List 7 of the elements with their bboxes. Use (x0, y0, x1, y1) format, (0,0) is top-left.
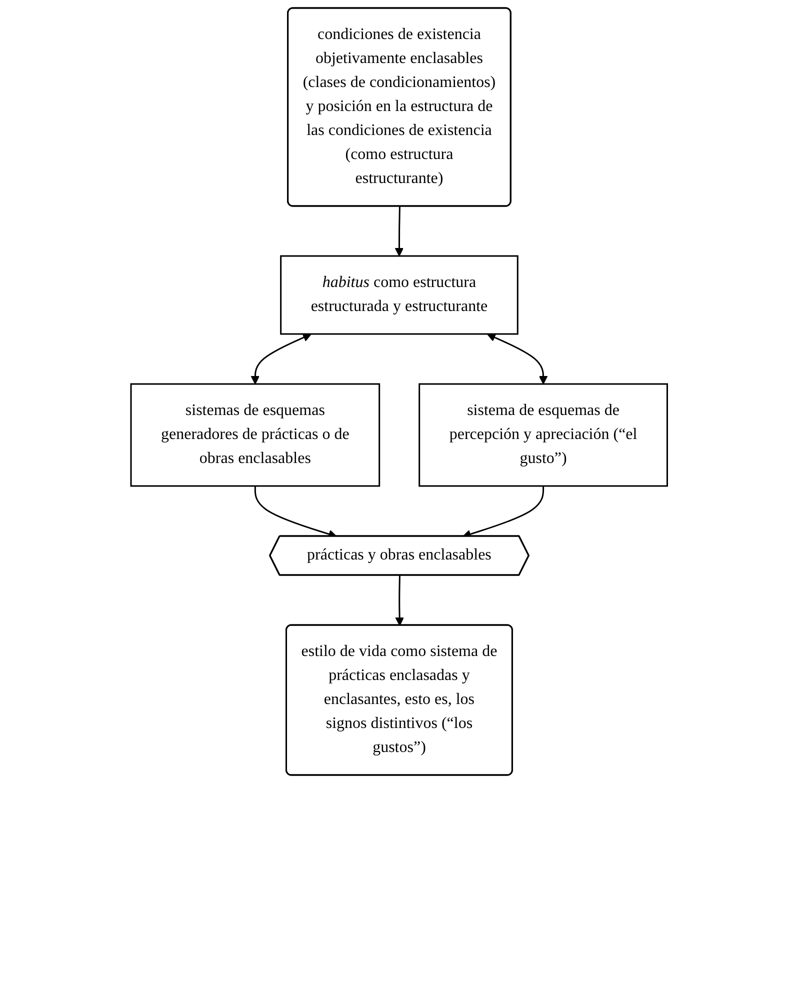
node-box: habitus como estructura estructurada y estructurante (280, 255, 519, 335)
arrow (251, 333, 312, 384)
arrow (396, 575, 404, 626)
node-box: sistemas de esquemas generadores de prácticas o de obras enclasables (130, 383, 380, 487)
node-box: sistema de esquemas de percepción y apreciación (“el gusto”) (418, 383, 668, 487)
arrow (487, 333, 548, 384)
arrow (395, 206, 404, 256)
